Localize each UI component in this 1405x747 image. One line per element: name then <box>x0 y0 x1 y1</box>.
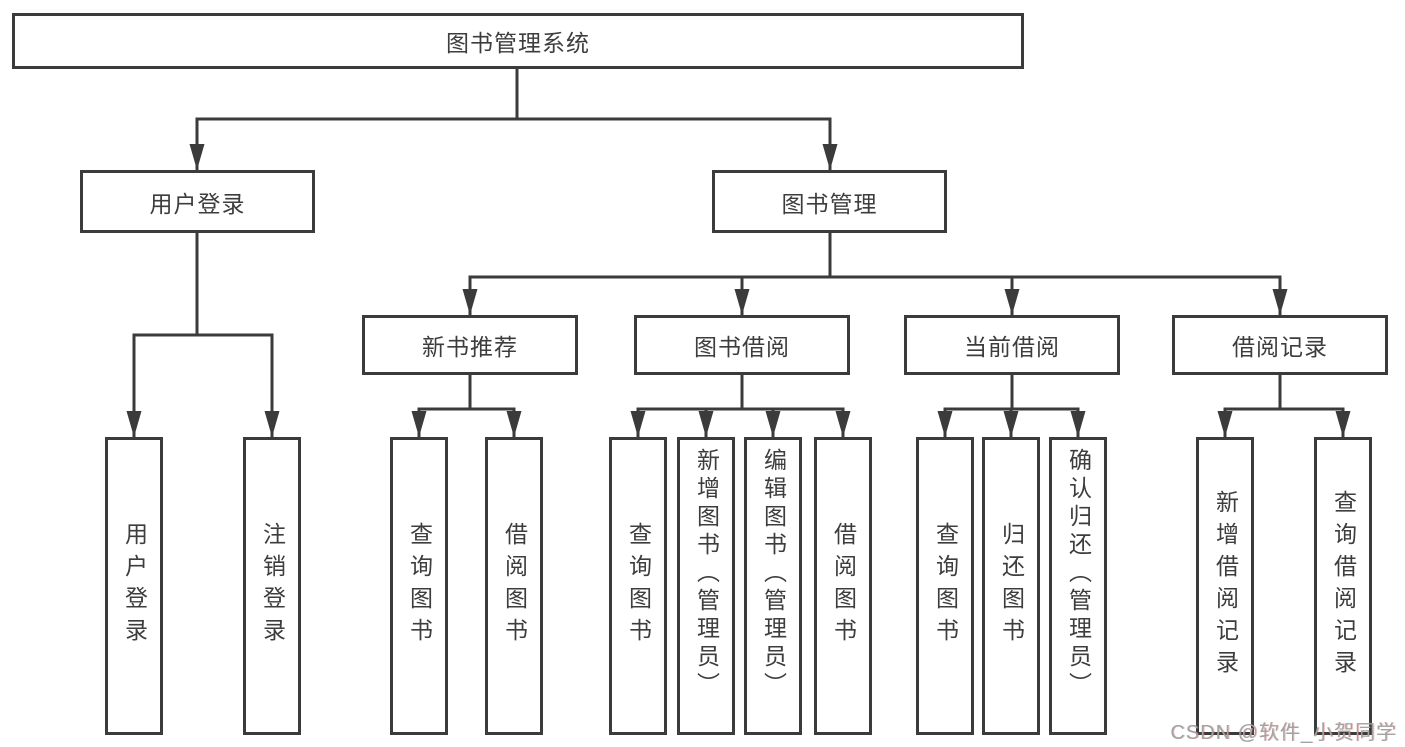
leaf-user-login-label: 用户登录 <box>121 522 148 650</box>
leaf-add-book-admin-label: 新增图书（管理员） <box>693 448 720 700</box>
node-book-borrowing: 图书借阅 <box>634 315 850 375</box>
leaf-logout-label: 注销登录 <box>259 522 286 650</box>
leaf-add-book-admin: 新增图书（管理员） <box>677 437 735 735</box>
node-borrowing-records: 借阅记录 <box>1172 315 1388 375</box>
csdn-watermark: CSDN @软件_小贺同学 <box>1170 722 1397 744</box>
leaf-borrow-books-recommend-label: 借阅图书 <box>501 522 528 650</box>
leaf-return-book-label: 归还图书 <box>998 522 1025 650</box>
leaf-borrow-books-recommend: 借阅图书 <box>485 437 543 735</box>
leaf-confirm-return-admin: 确认归还（管理员） <box>1049 437 1107 735</box>
leaf-add-borrow-record-label: 新增借阅记录 <box>1212 490 1239 682</box>
leaf-query-books-borrowing: 查询图书 <box>609 437 667 735</box>
leaf-edit-book-admin: 编辑图书（管理员） <box>744 437 802 735</box>
leaf-query-books-borrowing-label: 查询图书 <box>625 522 652 650</box>
leaf-query-books-recommend-label: 查询图书 <box>406 522 433 650</box>
leaf-return-book: 归还图书 <box>982 437 1040 735</box>
leaf-edit-book-admin-label: 编辑图书（管理员） <box>760 448 787 700</box>
leaf-logout: 注销登录 <box>243 437 301 735</box>
node-current-borrowing: 当前借阅 <box>904 315 1120 375</box>
leaf-confirm-return-admin-label: 确认归还（管理员） <box>1065 448 1092 700</box>
leaf-user-login: 用户登录 <box>105 437 163 735</box>
node-new-book-recommend: 新书推荐 <box>362 315 578 375</box>
node-user-login: 用户登录 <box>80 170 315 233</box>
leaf-borrow-books-borrowing: 借阅图书 <box>814 437 872 735</box>
leaf-query-borrow-record: 查询借阅记录 <box>1314 437 1372 735</box>
node-system-title: 图书管理系统 <box>12 13 1024 69</box>
leaf-borrow-books-borrowing-label: 借阅图书 <box>830 522 857 650</box>
leaf-query-books-recommend: 查询图书 <box>390 437 448 735</box>
leaf-add-borrow-record: 新增借阅记录 <box>1196 437 1254 735</box>
leaf-query-books-current-label: 查询图书 <box>932 522 959 650</box>
node-book-management: 图书管理 <box>712 170 947 233</box>
leaf-query-borrow-record-label: 查询借阅记录 <box>1330 490 1357 682</box>
leaf-query-books-current: 查询图书 <box>916 437 974 735</box>
